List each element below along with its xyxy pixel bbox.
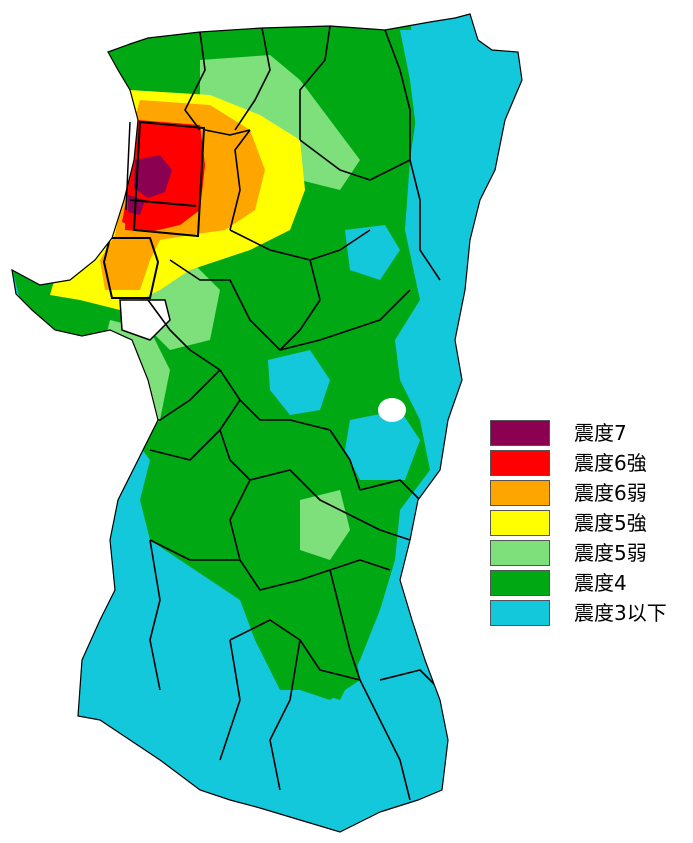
legend-label: 震度3以下 (574, 601, 667, 625)
legend-label: 震度5強 (574, 511, 647, 535)
prefecture-outline (11, 13, 523, 833)
legend-swatch (490, 540, 550, 566)
legend-item: 震度7 (490, 418, 690, 448)
legend-swatch (490, 480, 550, 506)
legend-label: 震度4 (574, 571, 627, 595)
breakwater-line (125, 121, 131, 211)
zone-intensity-7 (134, 155, 172, 198)
zone-intensity-3-pocket (420, 290, 470, 420)
legend-item: 震度3以下 (490, 598, 690, 628)
legend-item: 震度6強 (490, 448, 690, 478)
municipal-boundaries (120, 25, 441, 801)
legend-item: 震度5弱 (490, 538, 690, 568)
legend-label: 震度7 (574, 421, 627, 445)
legend-swatch (490, 570, 550, 596)
legend-item: 震度4 (490, 568, 690, 598)
legend-label: 震度6強 (574, 451, 647, 475)
legend-swatch (490, 600, 550, 626)
legend-swatch (490, 510, 550, 536)
focus-boundaries (102, 120, 206, 299)
zone-intensity-5-lower (300, 490, 350, 560)
legend-label: 震度6弱 (574, 481, 647, 505)
zone-intensity-5-lower (200, 55, 360, 190)
zone-intensity-3-pocket (345, 225, 400, 280)
legend-swatch (490, 420, 550, 446)
zone-intensity-6-upper (122, 180, 190, 230)
legend: 震度7 震度6強震度6弱震度5強震度5弱震度4 震度3以下 (490, 418, 690, 628)
zone-intensity-3-pocket (268, 350, 330, 415)
zone-intensity-3-pocket (345, 410, 420, 480)
lake (119, 299, 171, 341)
lake (378, 398, 406, 422)
legend-item: 震度5強 (490, 508, 690, 538)
legend-label: 震度5弱 (574, 541, 647, 565)
legend-swatch (490, 450, 550, 476)
legend-item: 震度6弱 (490, 478, 690, 508)
